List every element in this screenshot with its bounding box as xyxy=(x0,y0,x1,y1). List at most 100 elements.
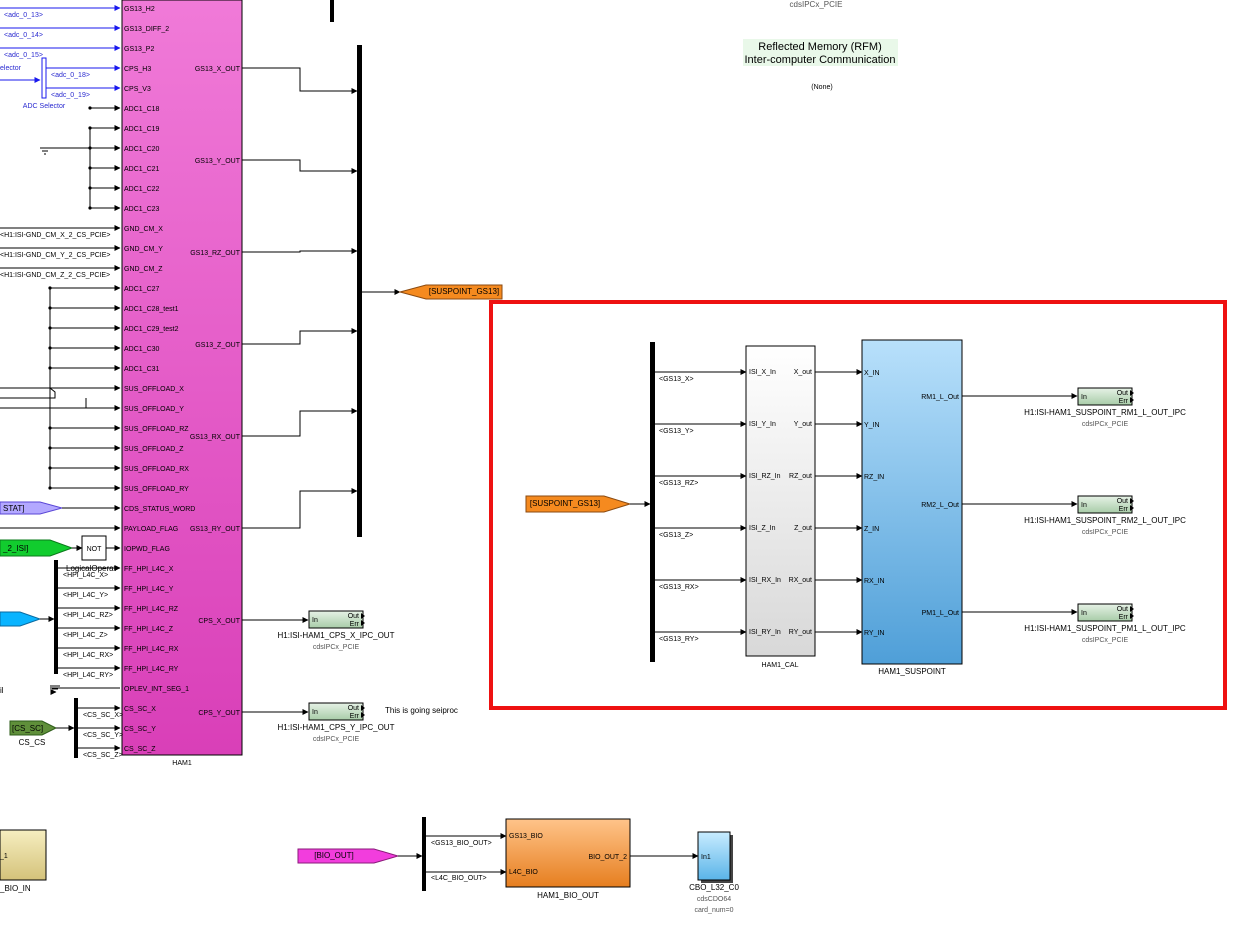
gnd-signal-2: <H1:ISI-GND_CM_Z_2_CS_PCIE> xyxy=(0,272,110,279)
cps-1-ipc-block[interactable]: InOutErrH1:ISI-HAM1_CPS_Y_IPC_OUTcdsIPCx… xyxy=(278,702,395,743)
mux-route-gs13-ry-out xyxy=(242,488,358,529)
cbo-name: CBO_L32_C0 xyxy=(689,883,739,892)
cal-out-y-out: Y_out xyxy=(794,421,812,428)
bio-demux-bar[interactable] xyxy=(422,817,426,891)
suspoint-2-ipc-block[interactable]: InOutErrH1:ISI-HAM1_SUSPOINT_PM1_L_OUT_I… xyxy=(1024,603,1186,644)
adc-ground-tree xyxy=(45,128,91,208)
bio-block-in-gs13: GS13_BIO xyxy=(509,833,543,840)
cps-1-ipc-err-port xyxy=(361,712,365,718)
left-tree-junction-0 xyxy=(48,286,52,290)
cs-goto-text: [CS_SC] xyxy=(12,724,43,733)
rfm-title: Reflected Memory (RFM) xyxy=(758,41,881,53)
suspoint-1-ipc-block[interactable]: InOutErrH1:ISI-HAM1_SUSPOINT_RM2_L_OUT_I… xyxy=(1024,495,1186,536)
suspoint-signal-gs13-x: <GS13_X> xyxy=(659,376,694,383)
hpi-signal-hpi-l4c-z: <HPI_L4C_Z> xyxy=(63,632,108,639)
suspoint-0-ipc-out-port xyxy=(1130,390,1134,396)
ham1-in-port-adc1-c20: ADC1_C20 xyxy=(124,146,160,153)
mux-route-gs13-z-out xyxy=(242,328,358,345)
ham1-in-port-ff-hpi-l4c-z: FF_HPI_L4C_Z xyxy=(124,626,174,633)
suspoint-0-ipc-err-label: Err xyxy=(1119,398,1129,405)
cps-1-ipc-body[interactable] xyxy=(308,702,364,721)
suspoint-signal-gs13-rx: <GS13_RX> xyxy=(659,584,699,591)
isi-tag-shape[interactable] xyxy=(0,539,74,557)
ham1-cal-block[interactable] xyxy=(745,345,816,657)
ham1-in-port-cs-sc-z: CS_SC_Z xyxy=(124,746,156,753)
ham1-out-port-gs13-z-out: GS13_Z_OUT xyxy=(195,342,240,349)
sp-out-pm1-l-out: PM1_L_Out xyxy=(922,610,959,617)
suspoint-0-ipc-name: H1:ISI-HAM1_SUSPOINT_RM1_L_OUT_IPC xyxy=(1024,408,1186,417)
hpi-from-tag[interactable] xyxy=(0,611,42,627)
bio-from-tag[interactable] xyxy=(297,848,400,864)
selection-region[interactable] xyxy=(489,300,1227,710)
suspoint-2-ipc-body[interactable] xyxy=(1077,603,1133,622)
cps-0-ipc-err-label: Err xyxy=(350,621,360,628)
cal-in-isi-y-in: ISI_Y_In xyxy=(749,421,776,428)
cbo-block[interactable] xyxy=(697,831,731,881)
mux-route-gs13-rx-out xyxy=(242,408,358,437)
adc-signal-adc-0-18: <adc_0_18> xyxy=(51,72,90,79)
suspoint-0-ipc-body[interactable] xyxy=(1077,387,1133,406)
suspoint-1-ipc-body[interactable] xyxy=(1077,495,1133,514)
suspoint-0-ipc-block[interactable]: InOutErrH1:ISI-HAM1_SUSPOINT_RM1_L_OUT_I… xyxy=(1024,387,1186,428)
ham1-in-port-gnd-cm-x: GND_CM_X xyxy=(124,226,163,233)
ham1-in-port-adc1-c21: ADC1_C21 xyxy=(124,166,160,173)
suspoint-1-ipc-type: cdsIPCx_PCIE xyxy=(1082,529,1129,536)
suspoint-1-ipc-out-port xyxy=(1130,498,1134,504)
not-block[interactable] xyxy=(81,535,107,561)
ham1-in-port-cs-sc-x: CS_SC_X xyxy=(124,706,156,713)
bio-in-block[interactable] xyxy=(0,829,47,881)
ham1-in-port-sus-offload-y: SUS_OFFLOAD_Y xyxy=(124,406,184,413)
cal-out-rx-out: RX_out xyxy=(789,577,812,584)
ham1-in-port-cs-sc-y: CS_SC_Y xyxy=(124,726,156,733)
ham1-suspoint-block[interactable] xyxy=(861,339,963,665)
left-tree-junction-5 xyxy=(48,426,52,430)
cal-in-isi-rx-in: ISI_RX_In xyxy=(749,577,781,584)
adc-signal-adc-0-13: <adc_0_13> xyxy=(4,12,43,19)
bio-from-text: [BIO_OUT] xyxy=(314,851,354,860)
stat-tag-shape[interactable] xyxy=(0,501,64,515)
suspoint-demux-bar[interactable] xyxy=(650,342,655,662)
adc-signal-adc-0-15: <adc_0_15> xyxy=(4,52,43,59)
ham1-in-port-cps-h3: CPS_H3 xyxy=(124,66,151,73)
ham1-out-port-gs13-rz-out: GS13_RZ_OUT xyxy=(190,250,241,257)
suspoint-1-ipc-err-port xyxy=(1130,505,1134,511)
sp-in-ry-in: RY_IN xyxy=(864,630,885,637)
ham1-in-port-payload-flag: PAYLOAD_FLAG xyxy=(124,526,178,533)
ham1-block[interactable] xyxy=(121,0,243,756)
ham1-in-port-sus-offload-z: SUS_OFFLOAD_Z xyxy=(124,446,184,453)
ham1-out-port-cps-x-out: CPS_X_OUT xyxy=(198,618,240,625)
cal-out-rz-out: RZ_out xyxy=(789,473,812,480)
mux-route-gs13-y-out xyxy=(242,159,358,174)
cps-0-ipc-body[interactable] xyxy=(308,610,364,629)
cs-goto-tag[interactable] xyxy=(9,720,58,736)
sp-in-y-in: Y_IN xyxy=(864,422,880,429)
ham1-out-port-gs13-y-out: GS13_Y_OUT xyxy=(195,158,241,165)
ham1-out-port-gs13-x-out: GS13_X_OUT xyxy=(195,66,241,73)
suspoint-from-tag[interactable] xyxy=(525,495,632,513)
suspoint-goto-tag[interactable] xyxy=(398,284,503,300)
left-tree-junction-1 xyxy=(48,306,52,310)
ham1-bio-out-block[interactable] xyxy=(505,818,631,888)
cps-0-ipc-block[interactable]: InOutErrH1:ISI-HAM1_CPS_X_IPC_OUTcdsIPCx… xyxy=(278,610,395,651)
adc-tree-junction-23 xyxy=(88,206,92,210)
ham1-in-port-sus-offload-rx: SUS_OFFLOAD_RX xyxy=(124,466,189,473)
cs-demux-bar[interactable] xyxy=(74,698,78,758)
ham1-in-port-ff-hpi-l4c-rz: FF_HPI_L4C_RZ xyxy=(124,606,179,613)
hpi-demux-bar[interactable] xyxy=(54,560,58,674)
ham1-cal-name: HAM1_CAL xyxy=(762,662,799,669)
suspoint-0-ipc-type: cdsIPCx_PCIE xyxy=(1082,421,1129,428)
cps-1-ipc-in-label: In xyxy=(312,709,318,716)
ham1-in-port-ff-hpi-l4c-x: FF_HPI_L4C_X xyxy=(124,566,174,573)
cbo-port: In1 xyxy=(701,854,711,861)
top-demux-bar[interactable] xyxy=(330,0,334,22)
seiproc-note: This is going seiproc xyxy=(385,706,458,715)
left-tree-junction-2 xyxy=(48,326,52,330)
gs13-mux-bar[interactable] xyxy=(357,45,362,537)
adc-tree-junction-21 xyxy=(88,166,92,170)
ham1-in-port-adc1-c27: ADC1_C27 xyxy=(124,286,160,293)
sus-offload-bend xyxy=(0,387,87,409)
adc-tree-junction-22 xyxy=(88,186,92,190)
sp-in-rz-in: RZ_IN xyxy=(864,474,884,481)
adc-selector-block[interactable] xyxy=(41,57,47,99)
